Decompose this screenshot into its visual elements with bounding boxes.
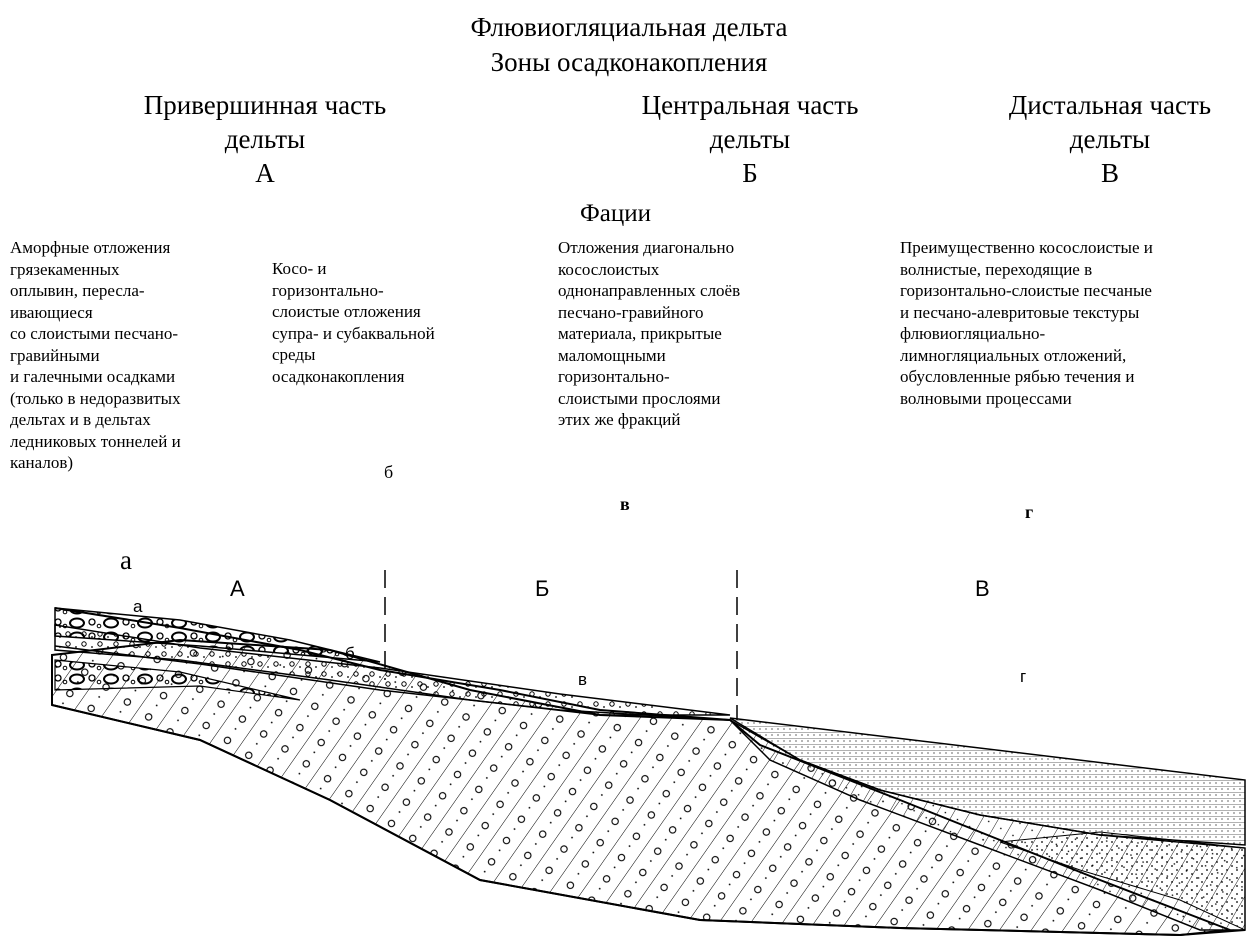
section-facies-v: в: [578, 670, 587, 689]
section-facies-b: б: [345, 644, 355, 663]
section-label-b: Б: [535, 576, 549, 601]
section-label-a: А: [230, 576, 245, 601]
section-label-c: В: [975, 576, 990, 601]
section-facies-g: г: [1020, 667, 1026, 686]
section-facies-a: а: [133, 597, 143, 616]
